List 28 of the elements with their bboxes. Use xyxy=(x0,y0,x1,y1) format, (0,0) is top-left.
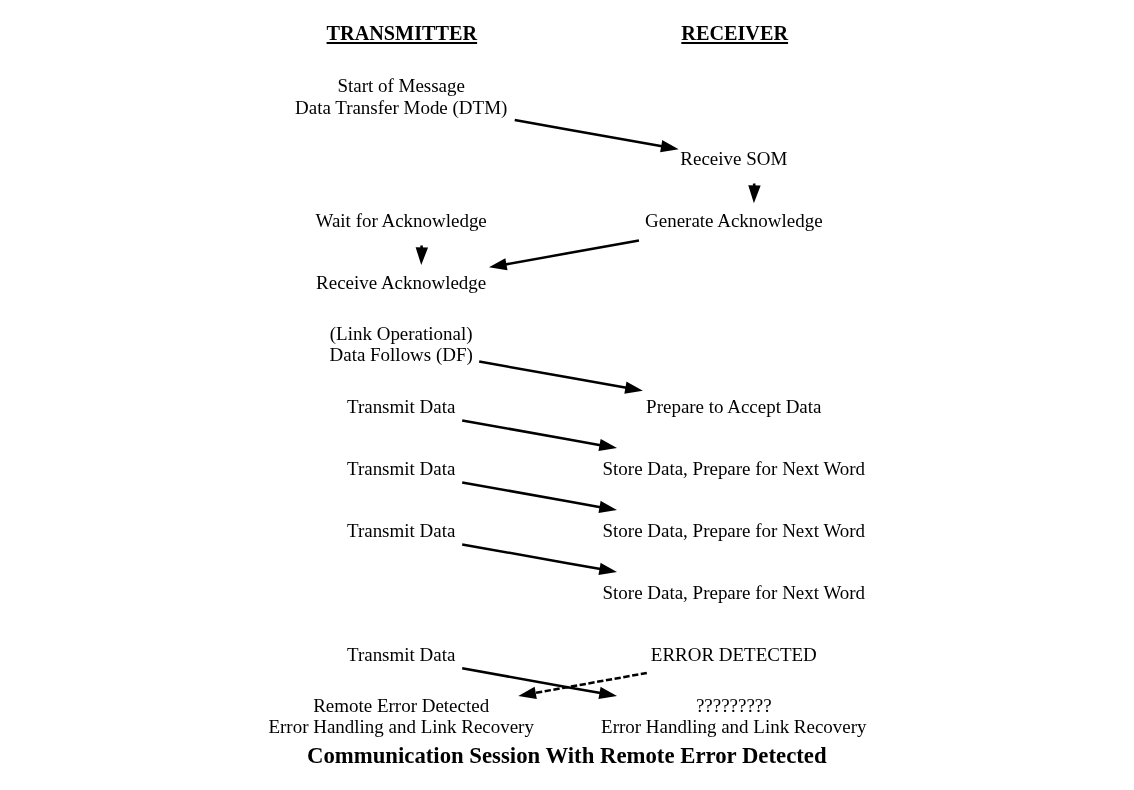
node-text: Store Data, Prepare for Next Word xyxy=(602,457,865,479)
node-text: ????????? Error Handling and Link Recovery xyxy=(600,694,867,738)
arrow xyxy=(517,671,647,699)
arrow xyxy=(461,481,617,514)
node-text: Transmit Data xyxy=(346,519,455,541)
label: RECEIVER xyxy=(680,21,788,44)
arrow xyxy=(478,360,643,394)
label: TRANSMITTER xyxy=(326,21,477,44)
node-text: Store Data, Prepare for Next Word xyxy=(602,519,865,541)
node-text: ERROR DETECTED xyxy=(650,643,817,665)
caption: Communication Session With Remote Error Detected xyxy=(306,742,827,768)
node-text: (Link Operational) Data Follows (DF) xyxy=(329,322,473,366)
node-text: Transmit Data xyxy=(346,643,455,665)
node-text: Receive Acknowledge xyxy=(315,271,486,293)
arrow xyxy=(488,239,639,271)
node-text: Generate Acknowledge xyxy=(644,209,823,231)
node-text: Wait for Acknowledge xyxy=(315,209,487,231)
node-text: Start of Message Data Transfer Mode (DTM) xyxy=(294,75,507,118)
node-text: Store Data, Prepare for Next Word xyxy=(602,581,865,603)
arrow xyxy=(461,419,617,452)
node-text: Prepare to Accept Data xyxy=(645,395,822,417)
node-text: Transmit Data xyxy=(346,457,455,479)
arrow xyxy=(514,118,679,153)
arrow xyxy=(461,543,617,576)
node-text: Remote Error Detected Error Handling and Link Recovery xyxy=(267,694,534,738)
arrow xyxy=(461,667,617,699)
node-text: Receive SOM xyxy=(679,147,787,169)
node-text: Transmit Data xyxy=(346,395,455,417)
